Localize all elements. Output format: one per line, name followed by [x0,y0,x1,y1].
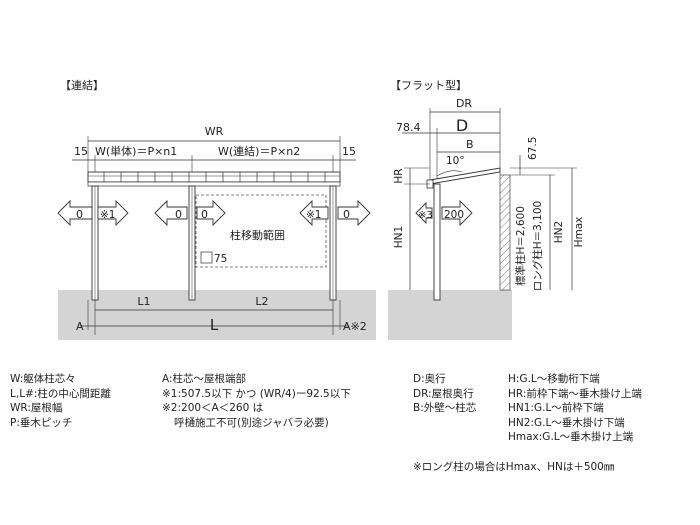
arrow-mid-left: 0 [154,199,188,227]
svg-text:0: 0 [76,208,83,221]
legend-item: HN2:G.L～垂木掛け下端 [508,416,625,429]
arrow-mid-right: 0 [196,199,226,227]
hn2-label: HN2 [553,221,565,243]
l1-label: L1 [137,295,150,308]
b-label: B [466,138,474,151]
dr-label: DR [456,97,472,110]
arrow-left-inward: ※1 [97,199,129,227]
legend-item: ※2:200＜A＜260 は [162,402,264,414]
l-label: L [210,316,219,334]
legend-item: A:柱芯～屋根端部 [162,373,247,385]
w-single-label: W(単体)＝P×n1 [95,144,177,158]
dim-675: 67.5 [527,137,539,160]
standard-post-height: 標準柱H＝2,600 [514,206,527,286]
legend-item: H:G.L～移動桁下端 [508,373,600,385]
svg-text:200: 200 [444,209,464,221]
w-connected-label: W(連結)＝P×n2 [218,144,300,158]
hmax-label: Hmax [573,217,585,248]
a-right-label: A※2 [343,320,367,333]
legend-item: ※1:507.5以下 かつ (WR/4)ー92.5以下 [162,387,351,400]
post-move-range-label: 柱移動範囲 [230,228,285,242]
wr-label: WR [205,125,224,138]
svg-text:※1: ※1 [100,209,115,221]
a-left-label: A [76,320,84,333]
legend-col-1: W:躯体柱芯々 L,L#:柱の中心間距離 WR:屋根幅 P:垂木ピッチ [10,372,111,430]
ground-left [58,290,376,340]
angle-label: 10° [446,155,465,167]
arrow-flat: ※3 200 [415,199,473,227]
svg-text:0: 0 [343,208,350,221]
arrow-right-inward: ※1 [299,199,329,227]
legend-item: 呼樋施工不可(別途ジャバラ必要) [174,416,329,429]
left-edge-15: 15 [74,145,88,158]
hn1-label: HN1 [393,226,405,248]
roof-front-view [87,171,341,187]
connected-section-title: 【連結】 [60,78,104,92]
legend-item: L,L#:柱の中心間距離 [10,387,111,400]
legend-item: D:奥行 [413,373,446,385]
legend-item: WR:屋根幅 [10,402,63,414]
legend-item: B:外壁～柱芯 [413,402,477,414]
right-edge-15: 15 [342,145,356,158]
l2-label: L2 [255,295,268,308]
exterior-wall [499,174,511,291]
dim-784: 78.4 [396,121,421,134]
legend-item: Hmax:G.L～垂木掛け上端 [508,431,634,443]
hr-label: HR [393,168,405,183]
svg-text:※1: ※1 [306,209,321,221]
legend-col-2: A:柱芯～屋根端部 ※1:507.5以下 かつ (WR/4)ー92.5以下 ※2… [162,372,351,430]
d-label: D [456,116,468,135]
legend-item: HR:前枠下端～垂木掛け上端 [508,387,642,400]
svg-text:0: 0 [175,208,182,221]
flat-section-title: 【フラット型】 [390,78,467,92]
svg-text:0: 0 [201,208,208,221]
ground-right [388,290,512,340]
post-flat [433,183,441,301]
arrow-left-outward: 0 [57,199,93,227]
long-post-height: ロング柱H＝3,100 [531,201,544,291]
legend-item: HN1:G.L～前枠下端 [508,402,604,414]
dim-75-label: 75 [214,253,227,265]
legend-item: W:躯体柱芯々 [10,373,76,385]
legend-note: ※ロング柱の場合はHmax、HNは＋500㎜ [413,461,615,473]
dim-75-box [200,251,213,264]
svg-text:※3: ※3 [418,210,433,221]
arrow-right-outward: 0 [337,199,371,227]
legend-item: DR:屋根奥行 [413,387,474,400]
legend-col-3: D:奥行 DR:屋根奥行 B:外壁～柱芯 [413,372,476,416]
legend-item: P:垂木ピッチ [10,416,73,429]
post-move-range-box [195,194,327,268]
legend-col-4: H:G.L～移動桁下端 HR:前枠下端～垂木掛け上端 HN1:G.L～前枠下端 … [508,372,642,445]
